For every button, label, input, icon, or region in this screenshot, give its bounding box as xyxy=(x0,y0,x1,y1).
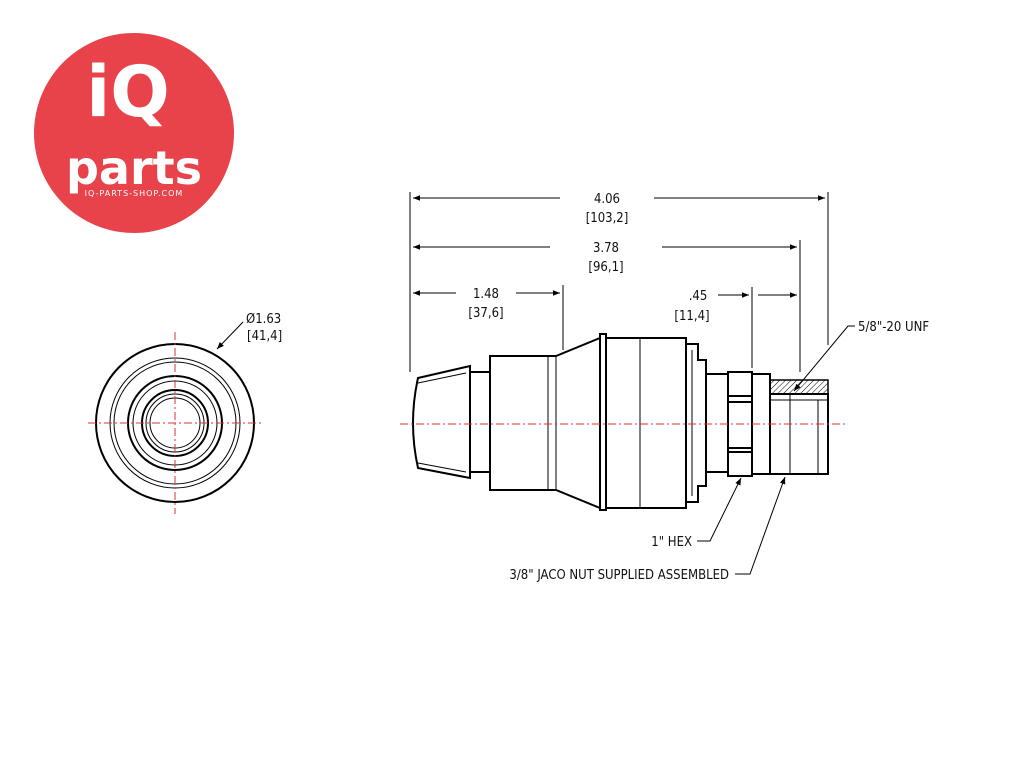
thread-callout: 5/8"-20 UNF xyxy=(858,320,929,335)
overall-length-inch: 4.06 xyxy=(594,192,620,207)
overall-length-mm: [103,2] xyxy=(586,211,629,226)
diameter-mm: [41,4] xyxy=(247,329,282,344)
nut-callout: 3/8" JACO NUT SUPPLIED ASSEMBLED xyxy=(509,568,729,583)
dimension-lines xyxy=(409,192,855,575)
diameter-inch: Ø1.63 xyxy=(246,312,281,327)
body-length-mm: [96,1] xyxy=(588,260,623,275)
nose-length-mm: [37,6] xyxy=(468,306,503,321)
hex-callout: 1" HEX xyxy=(651,535,692,550)
iq-parts-logo: iQ parts IQ-PARTS-SHOP.COM xyxy=(34,33,234,233)
logo-url: IQ-PARTS-SHOP.COM xyxy=(85,189,184,198)
logo-circle xyxy=(34,33,234,233)
logo-parts: parts xyxy=(66,141,202,195)
nut-length-mm: [11,4] xyxy=(674,309,709,324)
body-length-inch: 3.78 xyxy=(593,241,619,256)
side-view xyxy=(400,333,848,511)
nut-length-inch: .45 xyxy=(689,289,708,304)
end-view xyxy=(88,321,262,514)
logo-iq: iQ xyxy=(86,51,170,133)
nose-length-inch: 1.48 xyxy=(473,287,499,302)
